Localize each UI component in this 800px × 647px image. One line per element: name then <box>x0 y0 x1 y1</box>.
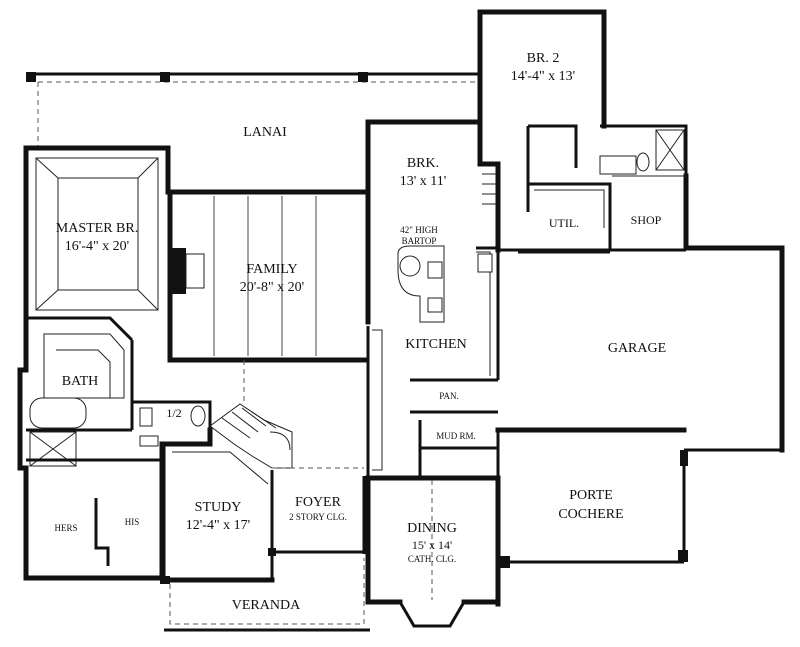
study-walls <box>159 427 275 583</box>
closet-walls <box>23 435 165 581</box>
kitchen-label: KITCHEN <box>405 337 466 352</box>
bedroom-2-walls <box>477 9 688 212</box>
master-label: MASTER BR. <box>56 221 138 236</box>
family-label: FAMILY <box>246 262 297 277</box>
mud-room-label: MUD RM. <box>436 431 476 441</box>
utility-shop-walls <box>518 173 689 254</box>
dining-dims: 15' x 14' <box>412 538 452 552</box>
family-dims: 20'-8" x 20' <box>240 280 304 295</box>
half-bath-label: 1/2 <box>166 406 181 420</box>
brk-label: BRK. <box>407 156 439 171</box>
bath-label: BATH <box>62 374 99 389</box>
shop-label: SHOP <box>631 213 662 227</box>
pantry-label: PAN. <box>439 391 458 401</box>
garage-walls <box>495 245 785 453</box>
brk-dims: 13' x 11' <box>400 174 447 189</box>
dining-note: CATH. CLG. <box>408 554 456 564</box>
bartop-line1: 42" HIGH <box>400 225 438 235</box>
porte-cochere-walls <box>496 430 688 568</box>
dining-label: DINING <box>407 521 457 536</box>
kitchen-fixtures <box>366 245 500 476</box>
bath-walls <box>17 333 212 471</box>
lanai-label: LANAI <box>243 125 287 140</box>
hers-closet-label: HERS <box>54 523 77 533</box>
foyer-label: FOYER <box>295 495 342 510</box>
lanai-area <box>26 72 479 146</box>
porte-label-2: COCHERE <box>558 507 623 522</box>
study-dims: 12'-4" x 17' <box>186 518 250 533</box>
breakfast-walls <box>365 119 501 325</box>
foyer-note: 2 STORY CLG. <box>289 512 347 522</box>
dining-walls <box>365 475 501 628</box>
porte-label-1: PORTE <box>569 488 613 503</box>
garage-label: GARAGE <box>608 341 666 356</box>
foyer-walls <box>243 360 366 554</box>
veranda-label: VERANDA <box>232 598 301 613</box>
study-label: STUDY <box>195 500 242 515</box>
his-closet-label: HIS <box>125 517 140 527</box>
staircase <box>209 403 293 469</box>
veranda-walls <box>160 548 370 632</box>
bartop-line2: BARTOP <box>402 236 437 246</box>
br2-label: BR. 2 <box>527 51 560 66</box>
master-dims: 16'-4" x 20' <box>65 239 129 254</box>
master-bedroom-walls <box>23 145 185 373</box>
util-label: UTIL. <box>549 216 579 230</box>
br2-dims: 14'-4" x 13' <box>511 69 575 84</box>
family-room-walls <box>167 189 369 363</box>
